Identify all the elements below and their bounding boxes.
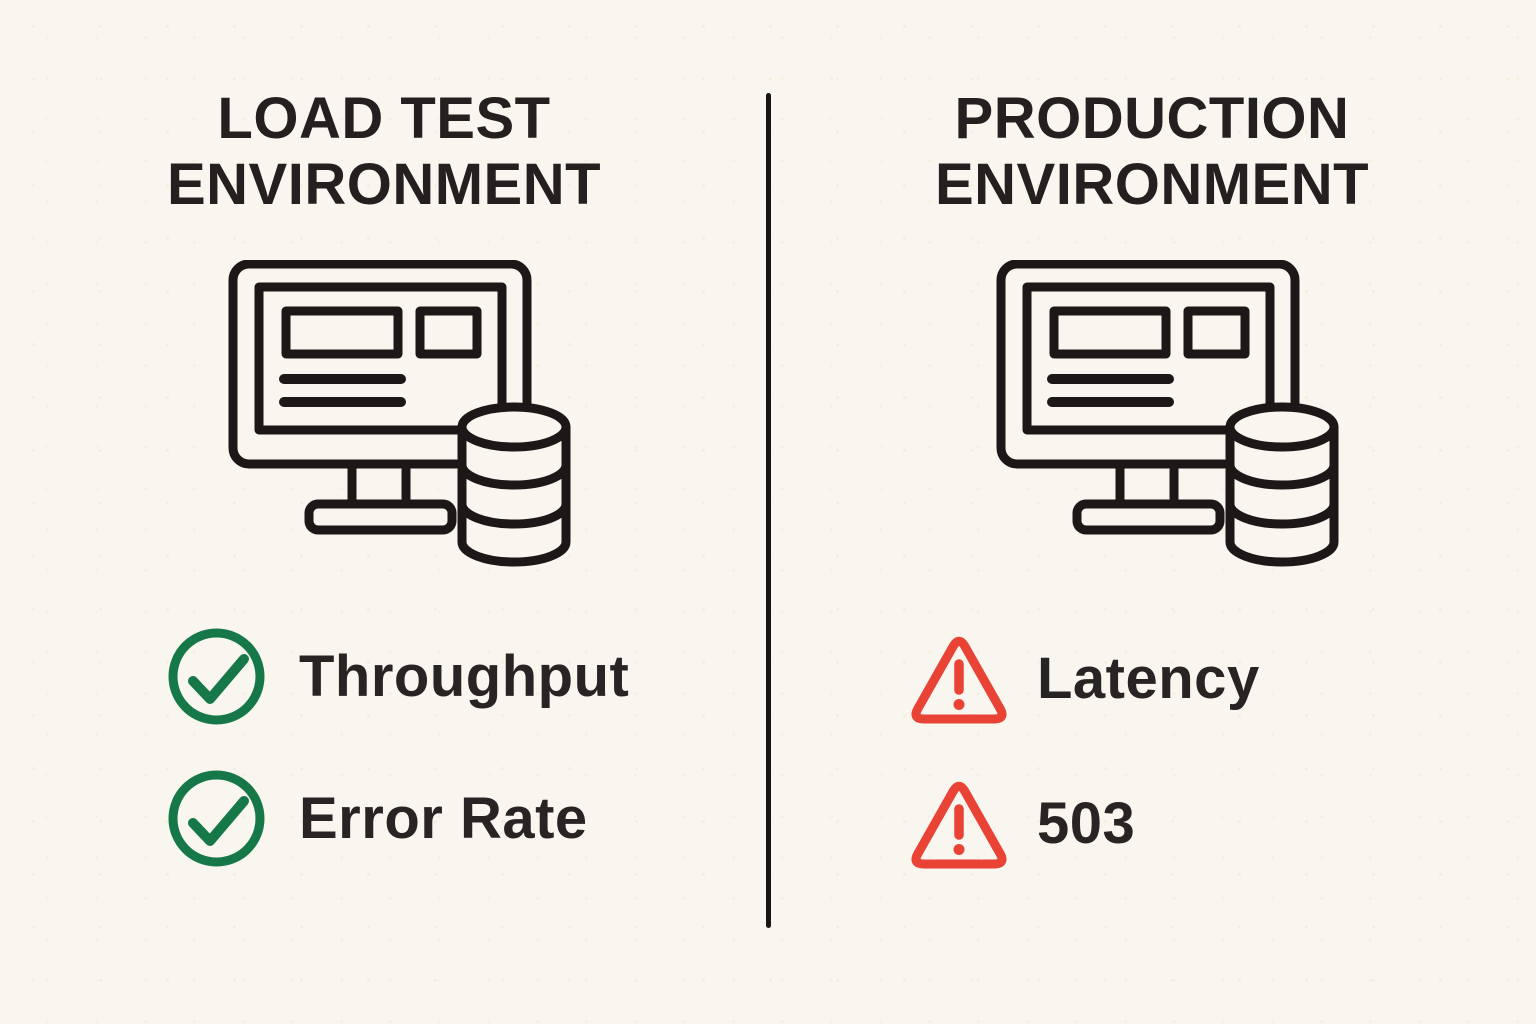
production-metrics: Latency 503 [905,628,1260,873]
load-test-title: LOAD TEST ENVIRONMENT [0,86,768,218]
monitor-with-database-icon [228,260,571,567]
check-circle-icon [168,770,265,867]
load-test-metrics: Throughput Error Rate [168,628,629,867]
check-circle-icon [168,628,265,725]
production-panel: PRODUCTION ENVIRONMENT [768,0,1536,1024]
metric-label-503: 503 [1037,790,1136,856]
production-title: PRODUCTION ENVIRONMENT [768,86,1536,218]
metric-row-error-rate: Error Rate [168,770,629,867]
production-title-line1: PRODUCTION [954,86,1350,151]
metric-row-503: 503 [905,773,1260,873]
metric-label-throughput: Throughput [299,644,630,709]
metric-label-latency: Latency [1037,645,1260,711]
production-title-line2: ENVIRONMENT [934,152,1370,218]
metric-row-latency: Latency [905,628,1260,728]
metric-label-error-rate: Error Rate [299,786,588,851]
warning-triangle-icon [911,781,1007,869]
monitor-with-database-icon [996,260,1339,567]
load-test-title-line2: ENVIRONMENT [166,152,602,218]
metric-row-throughput: Throughput [168,628,629,725]
vertical-divider [766,93,771,928]
warning-triangle-icon [911,636,1007,724]
load-test-panel: LOAD TEST ENVIRONMENT [0,86,768,867]
load-test-title-line1: LOAD TEST [217,86,551,151]
